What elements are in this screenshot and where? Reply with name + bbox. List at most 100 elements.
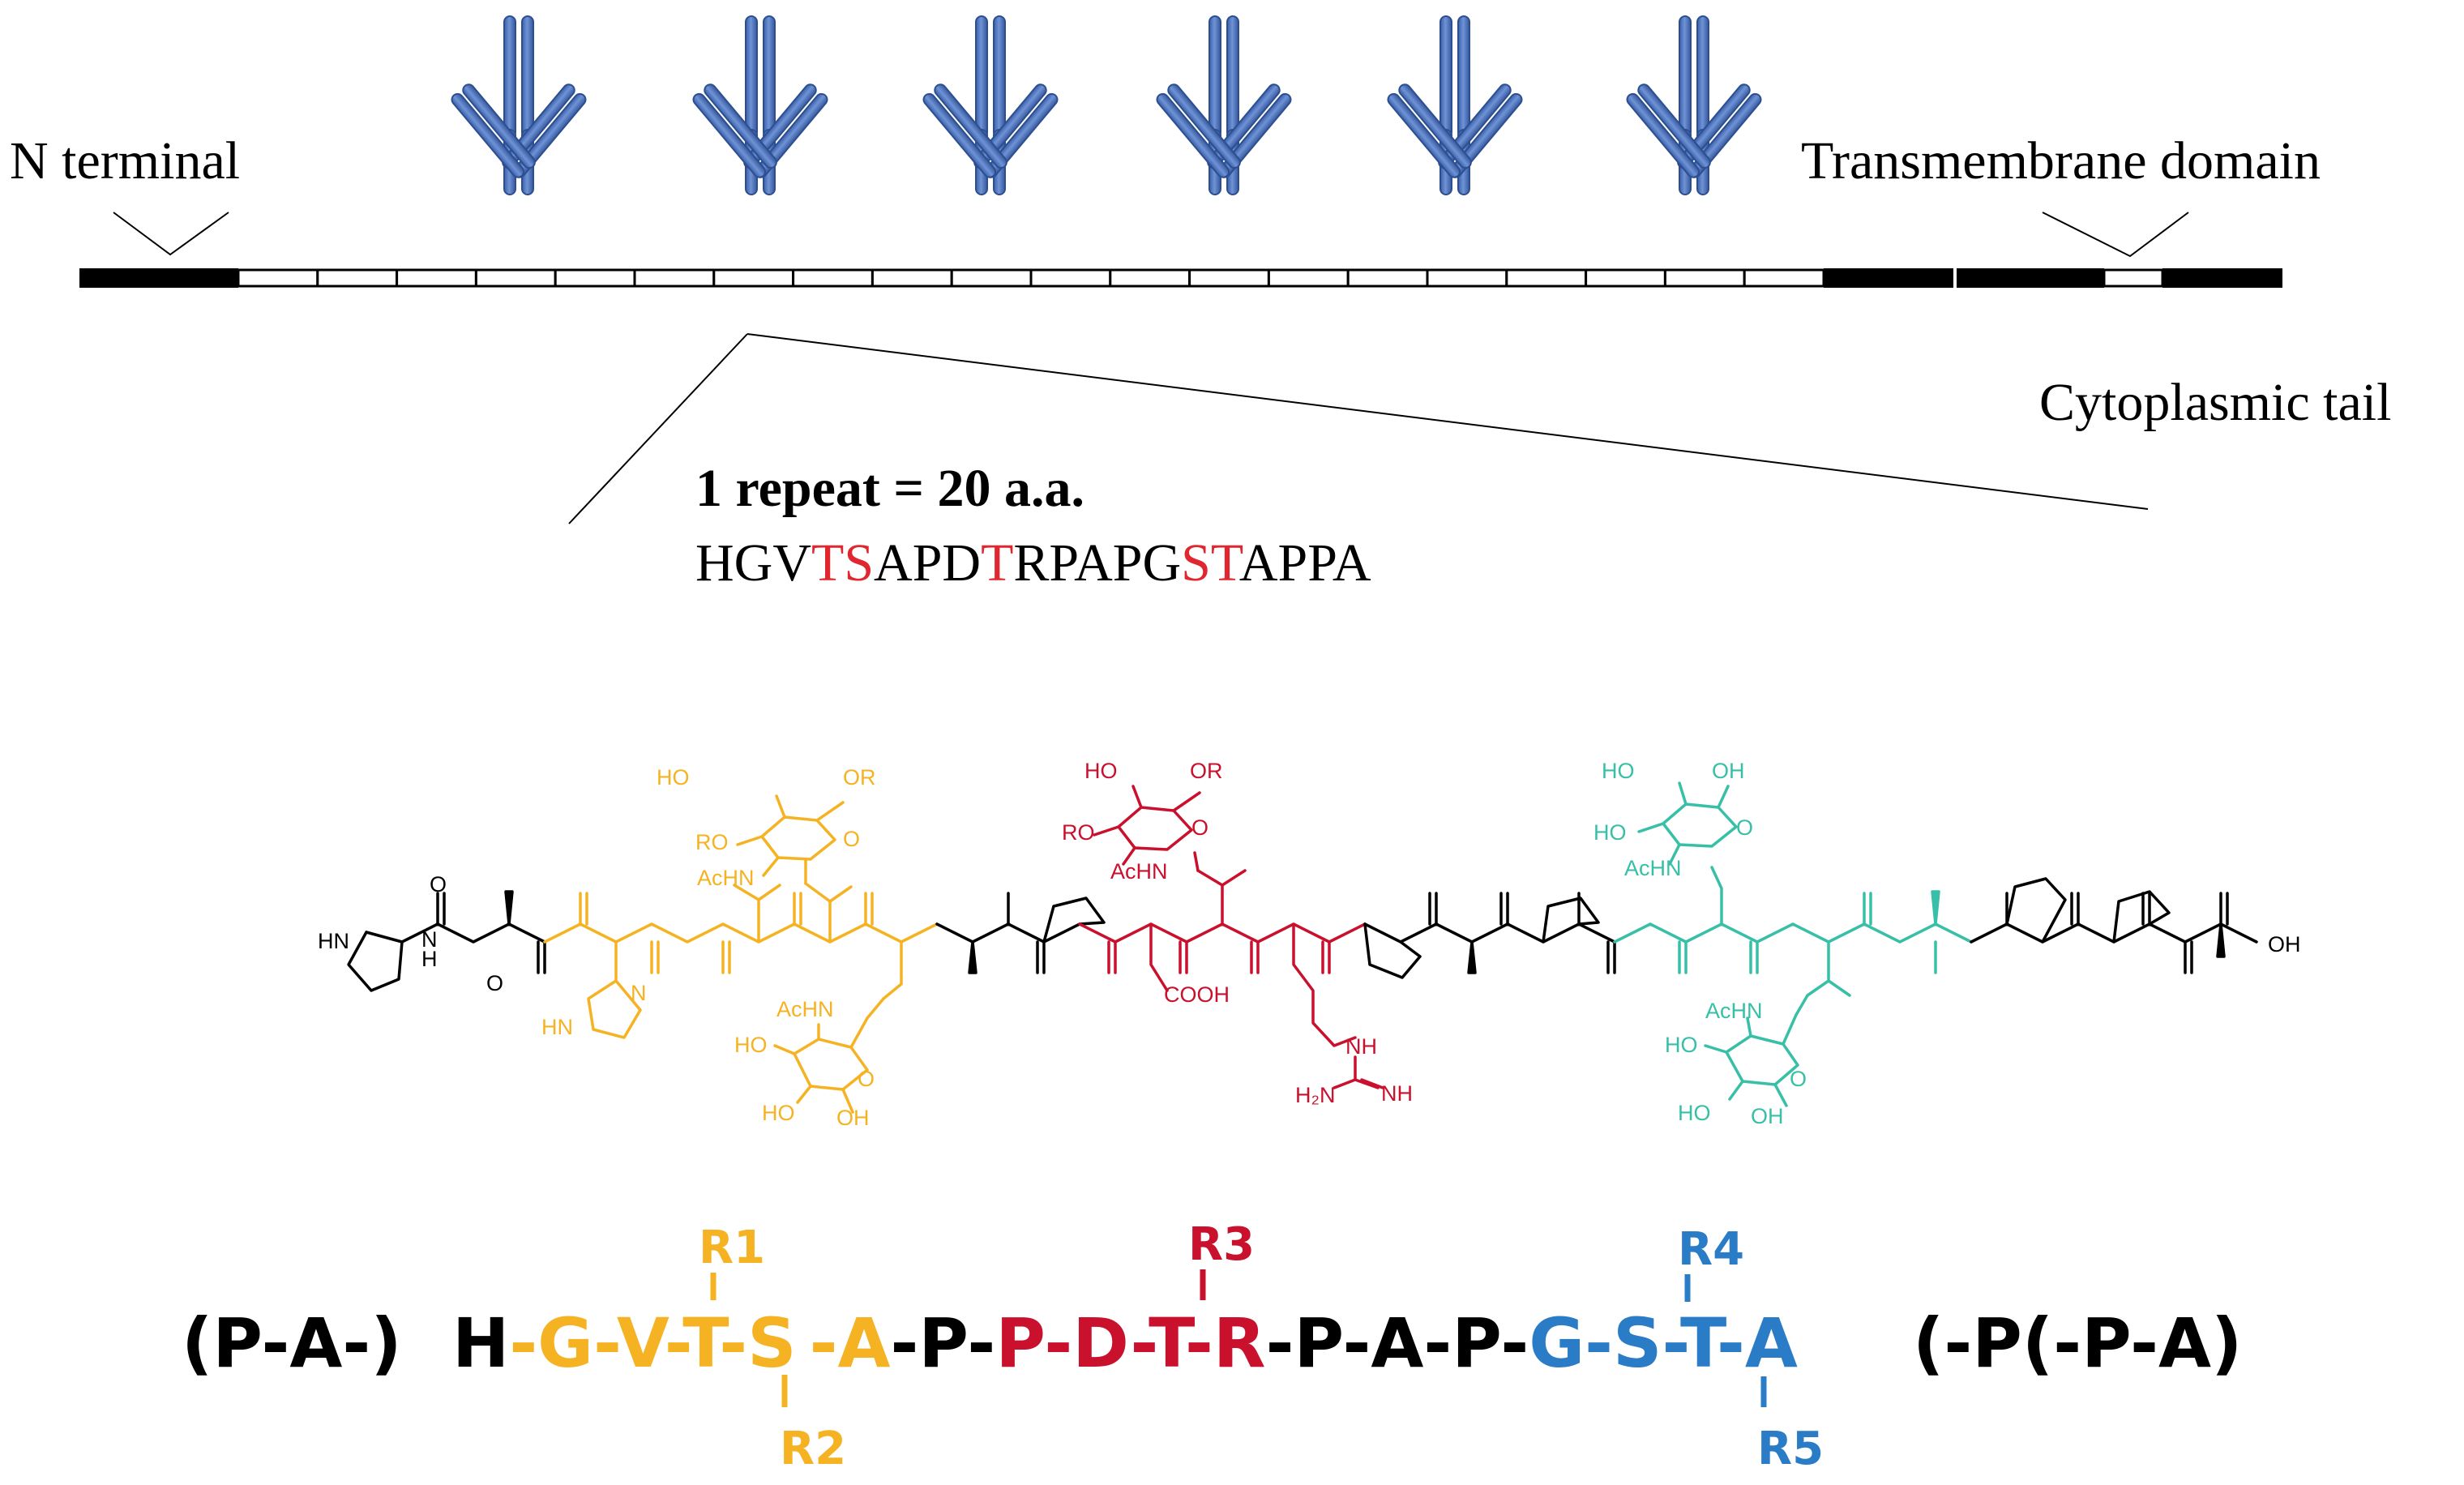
h-label: H (421, 947, 438, 971)
sequence-segment: G-S-T-A (1529, 1303, 1798, 1383)
sequence-line: (P-A-) H-G-V-T-S-A-P-P-D-T-R-P-A-P-G-S-T… (182, 1218, 2242, 1475)
glycan-ho-label: HO (1593, 820, 1627, 845)
zoom-line-right (746, 333, 2149, 510)
antibody-icon (1384, 15, 1525, 195)
transmembrane-segment-left (1957, 268, 2104, 288)
repeat-seq-part: APD (874, 533, 981, 593)
backbone-black-middle (935, 892, 1106, 974)
repeat-box (1109, 268, 1191, 288)
right-cap: (-P(-P-A) (1913, 1303, 2242, 1383)
antibody-icon (920, 15, 1061, 195)
repeat-box (1663, 268, 1746, 288)
repeat-seq-part: HGV (695, 533, 811, 593)
backbone-red (1078, 785, 1384, 1089)
repeat-box (396, 268, 477, 288)
glycan-o-label: O (1736, 815, 1753, 840)
glycan-oh-label: OH (836, 1106, 870, 1130)
glycan-or-label: OR (1190, 759, 1223, 783)
glycan-oh-label: OH (1751, 1104, 1784, 1128)
repeat-box (316, 268, 399, 288)
sequence-segment: H (452, 1303, 509, 1383)
r5-label: R5 (1757, 1423, 1824, 1475)
his-n-label: N (631, 981, 647, 1005)
repeat-seq-part: ST (1181, 533, 1243, 593)
glycan-achn-label: AcHN (1110, 859, 1168, 884)
nh-label: NH (1345, 1034, 1377, 1059)
antibody-icon (1623, 15, 1765, 195)
r3-label: R3 (1188, 1218, 1255, 1271)
pointer-lines (113, 212, 2189, 524)
transmembrane-box (2103, 268, 2164, 288)
sequence-segment: -G-V-T-S (509, 1303, 796, 1383)
transmembrane-pointer (2042, 212, 2189, 258)
o-label: O (486, 971, 503, 995)
o-label: O (430, 872, 447, 897)
glycan-achn-label: AcHN (697, 866, 755, 890)
glycan-achn-label: AcHN (1624, 856, 1682, 880)
repeat-sequence: HGVTSAPDTRPAPGSTAPPA (695, 533, 1371, 593)
glycan-ho-label: HO (762, 1101, 795, 1125)
cytoplasmic-tail-label: Cytoplasmic tail (2039, 373, 2391, 432)
glycan-ro-label: RO (695, 830, 729, 854)
n-terminal-label: N terminal (10, 131, 240, 190)
black-segment (1824, 268, 1953, 288)
structure-labels: HN H N O O HO OR RO O AcHN AcHN HO O HO … (318, 759, 2301, 1130)
glycan-ho-label: HO (734, 1033, 768, 1057)
cooh-label: COOH (1164, 982, 1230, 1007)
tandem-repeat-boxes (237, 268, 1825, 288)
sequence-segment: P-D-T-R (995, 1303, 1265, 1383)
h2n-label: H₂N (1295, 1083, 1335, 1107)
repeat-box (950, 268, 1033, 288)
transmembrane-domain-label: Transmembrane domain (1801, 131, 2321, 190)
repeat-box (1267, 268, 1350, 288)
glycan-o-label: O (843, 827, 860, 851)
repeat-seq-part: T (981, 533, 1013, 593)
backbone-teal (1613, 781, 1973, 1107)
repeat-box (1346, 268, 1429, 288)
backbone-black-n (347, 890, 546, 992)
backbone-black-pap (1363, 892, 1616, 979)
glycan-o-label: O (1790, 1067, 1807, 1091)
sequence-segment: -A (810, 1303, 891, 1383)
repeat-box (1426, 268, 1508, 288)
repeat-box (712, 268, 795, 288)
hn-label: HN (318, 929, 349, 953)
repeat-box (633, 268, 716, 288)
glycan-or-label: OR (843, 765, 876, 790)
glycan-ho-label: HO (1084, 759, 1118, 783)
cooh-oh-label: OH (2268, 932, 2301, 956)
glycan-ro-label: RO (1062, 820, 1095, 845)
glycan-o-label: O (858, 1067, 875, 1091)
sequence-segment: -P-A-P- (1266, 1303, 1529, 1383)
repeat-seq-part: TS (811, 533, 874, 593)
r1-label: R1 (699, 1222, 765, 1274)
glycan-oh-label: OH (1712, 759, 1745, 783)
zoom-line-left (568, 333, 748, 524)
repeat-box (554, 268, 636, 288)
glycan-o-label: O (1191, 815, 1208, 840)
r-labels: R1 R2 R3 R4 R5 (699, 1218, 1824, 1475)
glycan-ho-label: HO (1678, 1101, 1711, 1125)
glycan-ho-label: HO (1665, 1033, 1698, 1057)
n-terminal-segment (79, 268, 238, 288)
repeat-seq-part: RPAPG (1013, 533, 1181, 593)
glycan-ho-label: HO (1602, 759, 1635, 783)
antibody-icon (690, 15, 831, 195)
cytoplasmic-tail-segment (2162, 268, 2282, 288)
antibody-icon (448, 15, 589, 195)
glycan-ho-label: HO (657, 765, 690, 790)
left-cap: (P-A-) (182, 1303, 402, 1383)
his-hn-label: HN (541, 1015, 573, 1039)
sequence-segment: -P- (890, 1303, 995, 1383)
repeat-box (1585, 268, 1666, 288)
backbone-orange (543, 794, 939, 1114)
repeat-seq-part: APPA (1239, 533, 1371, 593)
r4-label: R4 (1678, 1223, 1744, 1276)
repeat-title: 1 repeat = 20 a.a. (695, 459, 1084, 518)
r2-label: R2 (780, 1423, 846, 1475)
antibody-group (448, 15, 1765, 195)
repeat-box (871, 268, 953, 288)
repeat-box (1743, 268, 1825, 288)
repeat-box (1505, 268, 1588, 288)
